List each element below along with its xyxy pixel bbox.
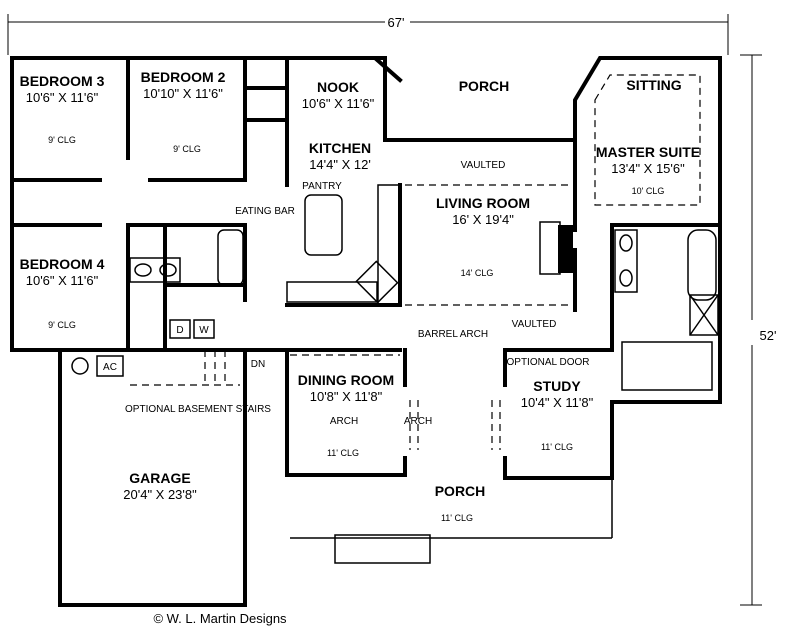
ceiling-lines (130, 74, 701, 450)
bathtub (217, 229, 244, 286)
stairs-down-label: DN (251, 359, 265, 370)
interior-walls (10, 56, 722, 387)
svg-text:BEDROOM 3: BEDROOM 3 (20, 73, 105, 89)
svg-text:STUDY: STUDY (533, 378, 581, 394)
room-dining: DINING ROOM 10'8" X 11'8" 11' CLG (298, 372, 394, 458)
svg-text:10' CLG: 10' CLG (632, 186, 665, 196)
room-bedroom-2: BEDROOM 2 10'10" X 11'6" 9' CLG (141, 69, 226, 154)
optional-basement-stairs-label: OPTIONAL BASEMENT STAIRS (125, 404, 271, 415)
room-sitting: SITTING (626, 77, 681, 93)
svg-text:GARAGE: GARAGE (129, 470, 190, 486)
svg-text:10'6" X 11'6": 10'6" X 11'6" (26, 90, 99, 105)
svg-text:13'4" X 15'6": 13'4" X 15'6" (611, 161, 685, 176)
room-study: STUDY 10'4" X 11'8" 11' CLG (521, 378, 594, 452)
vaulted-label: VAULTED (512, 319, 557, 330)
svg-text:9' CLG: 9' CLG (173, 144, 201, 154)
vaulted-label: VAULTED (461, 160, 506, 171)
water-heater (71, 357, 89, 375)
room-porch-front: PORCH 11' CLG (435, 483, 486, 523)
svg-text:20'4" X 23'8": 20'4" X 23'8" (123, 487, 197, 502)
svg-text:10'10" X 11'6": 10'10" X 11'6" (143, 86, 223, 101)
fireplace (539, 221, 561, 275)
washer (193, 319, 215, 339)
width-dimension: 67' (388, 15, 405, 30)
room-nook: NOOK 10'6" X 11'6" (302, 79, 375, 111)
svg-text:16' X 19'4": 16' X 19'4" (452, 212, 514, 227)
eating-bar-label: EATING BAR (235, 206, 295, 217)
room-master-suite: MASTER SUITE 13'4" X 15'6" 10' CLG (596, 144, 700, 196)
arch-label: ARCH (404, 416, 432, 427)
svg-text:14' CLG: 14' CLG (461, 268, 494, 278)
room-living: LIVING ROOM 16' X 19'4" 14' CLG (436, 195, 530, 278)
eating-bar-counter (304, 194, 343, 256)
svg-text:MASTER SUITE: MASTER SUITE (596, 144, 700, 160)
svg-text:DINING ROOM: DINING ROOM (298, 372, 394, 388)
vanity (129, 257, 181, 283)
svg-text:NOOK: NOOK (317, 79, 359, 95)
svg-text:PORCH: PORCH (435, 483, 486, 499)
porch-steps (334, 534, 431, 564)
room-bedroom-4: BEDROOM 4 10'6" X 11'6" 9' CLG (20, 256, 105, 330)
room-porch-rear: PORCH (459, 78, 510, 94)
master-tub (687, 229, 717, 301)
shower (689, 294, 719, 336)
svg-text:9' CLG: 9' CLG (48, 320, 76, 330)
kitchen-counter (377, 184, 401, 306)
svg-text:9' CLG: 9' CLG (48, 135, 76, 145)
cooktop (355, 260, 399, 304)
fixtures (71, 184, 719, 564)
svg-text:BEDROOM 4: BEDROOM 4 (20, 256, 105, 272)
svg-text:10'4" X 11'8": 10'4" X 11'8" (521, 395, 594, 410)
svg-text:10'8" X 11'8": 10'8" X 11'8" (310, 389, 383, 404)
sink-counter (286, 281, 378, 303)
depth-dimension: 52' (760, 328, 777, 343)
svg-text:SITTING: SITTING (626, 77, 681, 93)
svg-text:11' CLG: 11' CLG (327, 448, 359, 458)
annotations: PANTRY EATING BAR VAULTED VAULTED BARREL… (103, 160, 589, 427)
room-bedroom-3: BEDROOM 3 10'6" X 11'6" 9' CLG (20, 73, 105, 145)
copyright-notice: © W. L. Martin Designs (153, 611, 287, 626)
dryer (169, 319, 191, 339)
master-bath-tub-deck (621, 341, 713, 391)
room-garage: GARAGE 20'4" X 23'8" (123, 470, 197, 502)
optional-door-label: OPTIONAL DOOR (507, 357, 590, 368)
svg-text:11' CLG: 11' CLG (441, 513, 473, 523)
svg-text:BEDROOM 2: BEDROOM 2 (141, 69, 226, 85)
svg-text:14'4" X 12': 14'4" X 12' (309, 157, 371, 172)
ac-label: AC (103, 362, 117, 373)
svg-text:10'6" X 11'6": 10'6" X 11'6" (302, 96, 375, 111)
pantry-label: PANTRY (302, 181, 342, 192)
exterior-walls (10, 56, 722, 607)
svg-text:KITCHEN: KITCHEN (309, 140, 371, 156)
dryer-label: D (176, 325, 183, 336)
dimension-lines (7, 14, 762, 606)
ac-unit (96, 355, 124, 377)
washer-label: W (199, 325, 209, 336)
svg-text:PORCH: PORCH (459, 78, 510, 94)
svg-text:LIVING ROOM: LIVING ROOM (436, 195, 530, 211)
arch-label: ARCH (330, 416, 358, 427)
svg-text:10'6" X 11'6": 10'6" X 11'6" (26, 273, 99, 288)
room-kitchen: KITCHEN 14'4" X 12' (309, 140, 371, 172)
barrel-arch-label: BARREL ARCH (418, 329, 488, 340)
master-vanity (614, 229, 638, 293)
svg-text:11' CLG: 11' CLG (541, 442, 573, 452)
